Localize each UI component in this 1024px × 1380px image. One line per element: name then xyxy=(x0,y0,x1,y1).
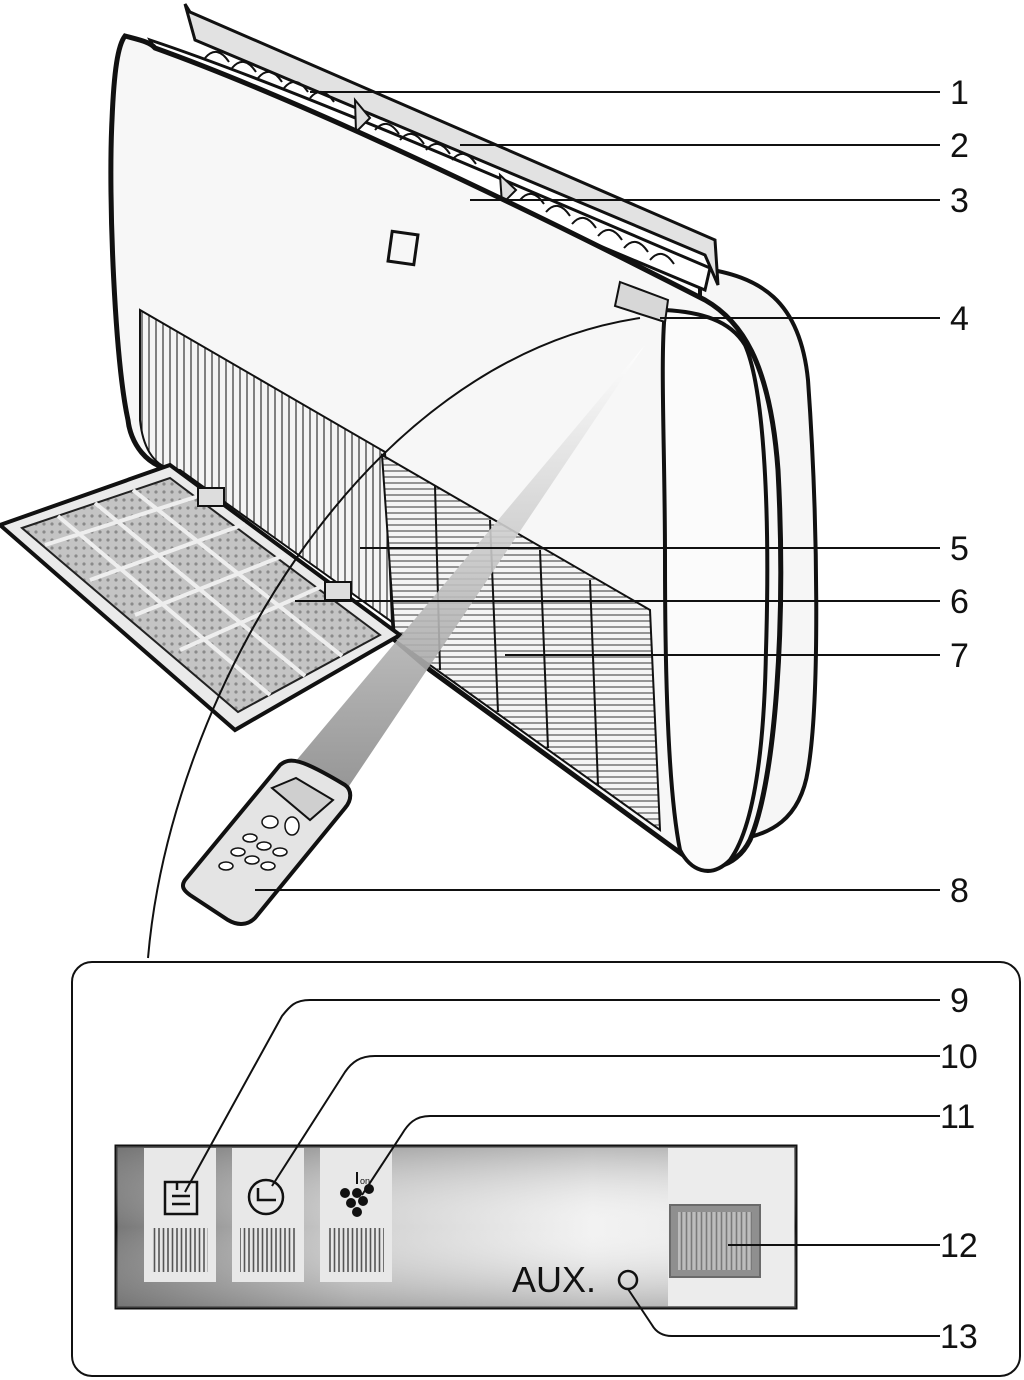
operation-indicator-icon xyxy=(163,1180,199,1216)
callout-4: 4 xyxy=(950,300,969,338)
callout-12: 12 xyxy=(940,1227,978,1265)
inlet-grille-left xyxy=(139,308,394,625)
callout-6: 6 xyxy=(950,583,969,621)
air-filter xyxy=(0,462,404,733)
remote-controller xyxy=(180,758,353,926)
louver-blade-marker xyxy=(498,172,518,207)
detail-connector-arc xyxy=(147,317,641,959)
callout-10: 10 xyxy=(940,1038,978,1076)
air-louver xyxy=(183,3,720,286)
louver-blade-marker xyxy=(353,97,372,135)
filter-ribs xyxy=(44,488,344,697)
filter-clip xyxy=(324,581,352,601)
callout-7: 7 xyxy=(950,637,969,675)
callout-2: 2 xyxy=(950,127,969,165)
callout-1: 1 xyxy=(950,74,969,112)
callout-3: 3 xyxy=(950,182,969,220)
callout-numbers: 1 2 3 4 5 6 7 8 9 10 11 12 13 xyxy=(940,74,978,1356)
indicator-lamp xyxy=(240,1228,296,1272)
indoor-unit xyxy=(108,3,819,873)
filter-mesh xyxy=(20,476,382,714)
callout-8: 8 xyxy=(950,872,969,910)
outlet-vanes xyxy=(204,51,675,265)
callout-13: 13 xyxy=(940,1318,978,1356)
timer-indicator-icon xyxy=(247,1178,285,1216)
callout-11: 11 xyxy=(940,1098,975,1136)
unit-badge xyxy=(386,229,420,267)
display-receiver-window xyxy=(613,280,670,324)
indicator-lamp xyxy=(152,1228,208,1272)
indicator-lamp xyxy=(328,1228,384,1272)
callout-5: 5 xyxy=(950,530,969,568)
leader-lines xyxy=(184,91,940,1337)
defrost-indicator-icon xyxy=(340,1172,374,1217)
infrared-beam xyxy=(295,345,645,792)
display-panel: on AUX. xyxy=(114,1144,798,1310)
defrost-on-label: on xyxy=(360,1176,370,1186)
filter-clip xyxy=(197,487,225,507)
aux-label: AUX. xyxy=(512,1259,596,1300)
unit-side-front xyxy=(660,307,770,873)
callout-9: 9 xyxy=(950,982,969,1020)
